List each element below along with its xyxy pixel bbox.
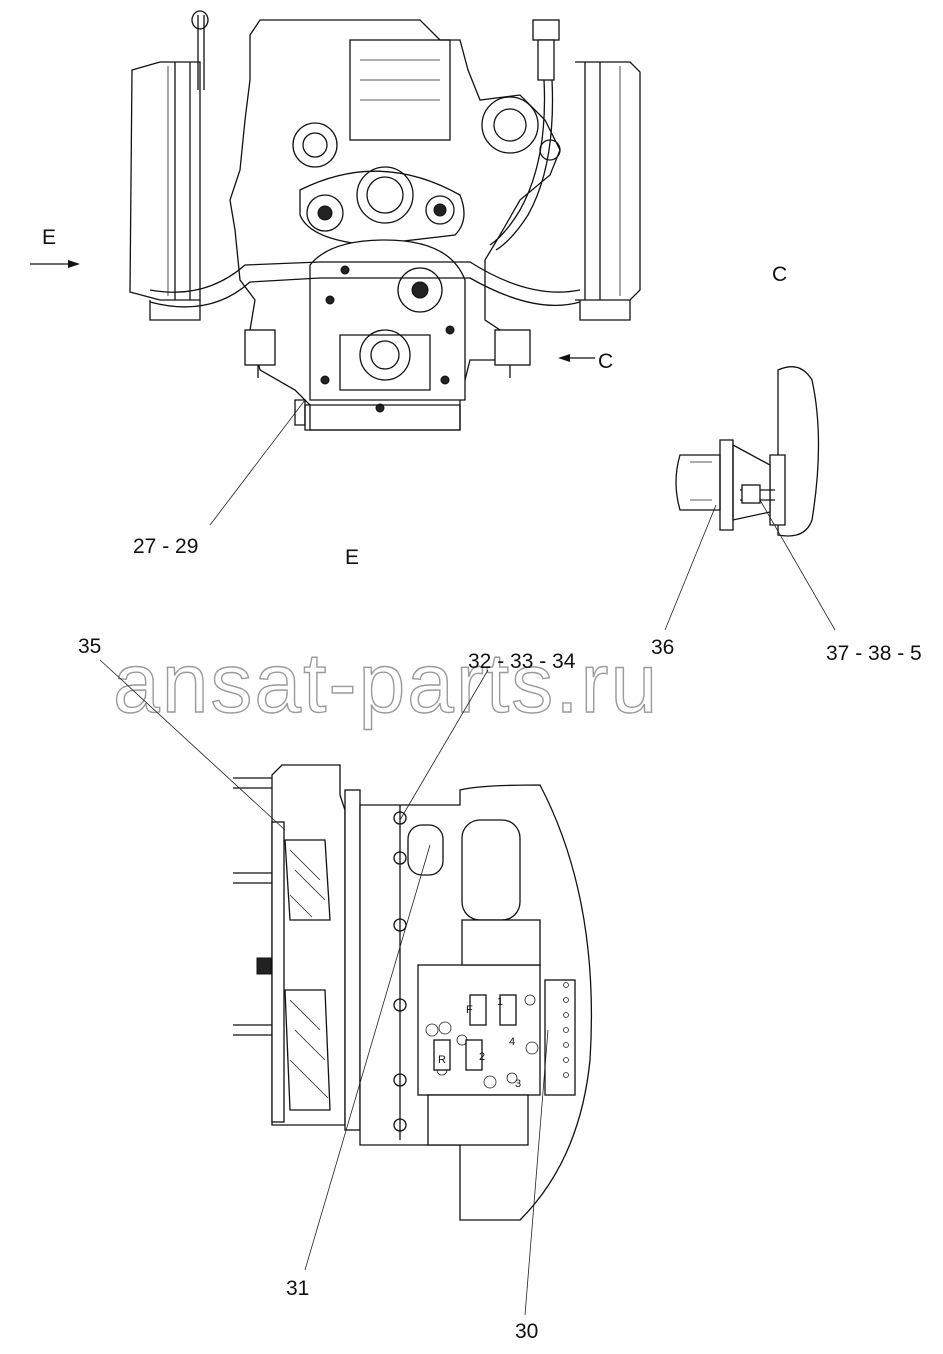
leader-35	[99, 659, 286, 831]
view-c-arrow: C	[558, 350, 613, 373]
callout-32-33-34: 32 - 33 - 34	[468, 650, 576, 673]
valve-mark-4: 4	[509, 1036, 515, 1048]
view-c-letter: C	[598, 350, 613, 373]
callout-27-29: 27 - 29	[133, 535, 198, 558]
callout-35: 35	[78, 635, 101, 658]
callout-30: 30	[515, 1320, 538, 1343]
bracket-holes	[563, 982, 569, 1078]
hydraulic-assembly: F R 1 2 3 4	[233, 764, 593, 1221]
callout-36: 36	[651, 636, 674, 659]
callout-37-38-5: 37 - 38 - 5	[826, 642, 922, 665]
leader-30	[524, 1029, 549, 1316]
view-e-title: E	[345, 546, 359, 569]
leader-32-33-34	[399, 669, 489, 821]
watermark: ansat-parts.ru	[113, 636, 659, 730]
leader-27-29	[209, 399, 306, 526]
valve-mark-1: 1	[497, 996, 503, 1008]
valve-mark-r: R	[438, 1054, 446, 1066]
valve-port-circles	[425, 994, 539, 1089]
valve-mark-3: 3	[515, 1078, 521, 1090]
valve-mark-f: F	[466, 1004, 473, 1016]
view-c-title: C	[772, 263, 787, 286]
view-e-letter: E	[42, 226, 56, 249]
valve-mark-2: 2	[479, 1051, 485, 1063]
callout-31: 31	[286, 1277, 309, 1300]
view-c-detail	[664, 366, 836, 631]
engine-front-view	[129, 10, 641, 431]
leader-31	[304, 844, 431, 1271]
view-e-arrow: E	[30, 226, 80, 268]
